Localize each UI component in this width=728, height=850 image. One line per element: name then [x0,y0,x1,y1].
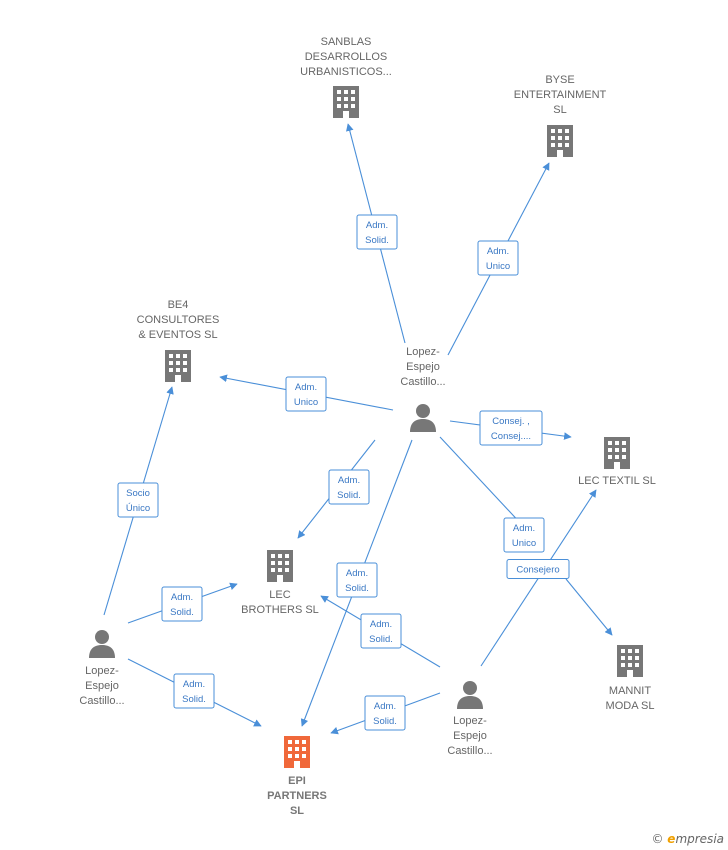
node-label-line: BROTHERS SL [241,604,319,616]
building-icon [165,350,191,382]
node-label-line: LEC [269,589,290,601]
node-personBottom[interactable]: Lopez- EspejoCastillo... [447,681,493,757]
edge-label-box[interactable]: Adm. Unico [503,517,545,553]
edge-label-text: Solid. [365,235,389,246]
brand-footer[interactable]: © empresia [651,832,724,846]
edge-label-text: Adm. [338,475,360,486]
edge-label-box[interactable]: Adm. Solid. [328,469,370,505]
edge-label-text: Solid. [369,634,393,645]
node-sanblas[interactable]: SANBLAS DESARROLLOS URBANISTICOS... [300,36,392,118]
edge-label-text: Solid. [170,607,194,618]
edge-label-text: Adm. [183,679,205,690]
copyright-icon: © [651,832,664,846]
node-label-line: DESARROLLOS [305,51,388,63]
node-label-line: Castillo... [447,745,492,757]
edge-label-text: Solid. [345,583,369,594]
edge-label-box[interactable]: Consej. , Consej.... [479,410,543,446]
node-personTop[interactable]: Lopez- EspejoCastillo... [400,346,446,432]
node-label-line: URBANISTICOS... [300,66,392,78]
edge-label-box[interactable]: Adm. Unico [477,240,519,276]
brand-logo-text: mpresia [675,832,724,846]
edge-label-text: Solid. [373,716,397,727]
node-label-line: Lopez- [406,346,440,358]
edge-personTop-to-mannit-segment [565,578,613,636]
edge-label-text: Adm. [295,382,317,393]
building-icon [267,550,293,582]
edge-label-box[interactable]: Adm. Solid. [360,613,402,649]
edge-label-text: Unico [486,261,510,272]
node-label-line: & EVENTOS SL [138,329,217,341]
node-label-line: Lopez- [85,665,119,677]
node-label-line: Castillo... [79,695,124,707]
edge-label-text: Adm. [487,246,509,257]
edge-label-text: Adm. [171,592,193,603]
edge-label-text: Consej.... [491,431,531,442]
edge-label-text: Único [126,503,150,514]
building-icon [284,736,310,768]
node-label-line: ENTERTAINMENT [514,89,607,101]
building-icon [617,645,643,677]
edge-label-text: Adm. [346,568,368,579]
edge-label-text: Solid. [337,490,361,501]
nodes-layer: SANBLAS DESARROLLOS URBANISTICOS... BYSE ENT… [79,36,655,817]
node-label-line: CONSULTORES [137,314,220,326]
brand-logo-initial: e [667,832,676,846]
edge-label-text: Adm. [366,220,388,231]
node-byse[interactable]: BYSE ENTERTAINMENT SL [514,74,607,157]
edge-label-box[interactable]: Adm. Solid. [161,586,203,622]
node-label-line: SANBLAS [321,36,372,48]
node-personLeft[interactable]: Lopez- EspejoCastillo... [79,630,125,707]
building-icon [604,437,630,469]
edge-label-text: Unico [512,538,536,549]
person-icon [89,630,115,658]
edge-label-box[interactable]: Adm. Unico [285,376,327,412]
node-label-line: Espejo [453,730,487,742]
node-label-line: PARTNERS [267,790,327,802]
building-icon [333,86,359,118]
edge-label-text: Solid. [182,694,206,705]
edge-label-box[interactable]: Adm. Solid. [356,214,398,250]
person-icon [457,681,483,709]
edge-label-text: Unico [294,397,318,408]
node-label-line: Castillo... [400,376,445,388]
node-label-line: SL [553,104,566,116]
person-icon [410,404,436,432]
node-epi[interactable]: EPI PARTNERS SL [267,736,327,817]
edge-label-text: Adm. [370,619,392,630]
node-label-line: EPI [288,775,306,787]
building-icon [547,125,573,157]
edge-label-box[interactable]: Adm. Solid. [173,673,215,709]
node-label-line: MANNIT [609,685,651,697]
node-label-line: Espejo [406,361,440,373]
edge-label-text: Adm. [374,701,396,712]
edge-label-text: Socio [126,488,150,499]
node-mannit[interactable]: MANNIT MODA SL [606,645,655,712]
edge-label-box[interactable]: Adm. Solid. [364,695,406,731]
node-label-line: LEC TEXTIL SL [578,475,656,487]
node-label-line: SL [290,805,304,817]
edge-label-text: Adm. [513,523,535,534]
edge-label-box[interactable]: Consejero [506,559,570,579]
node-lecTextil[interactable]: LEC TEXTIL SL [578,437,656,487]
node-label-line: BYSE [545,74,574,86]
node-label-line: Lopez- [453,715,487,727]
edge-label-text: Consejero [516,565,559,576]
node-label-line: Espejo [85,680,119,692]
edge-label-box[interactable]: Adm. Solid. [336,562,378,598]
node-lecBrothers[interactable]: LEC BROTHERS SL [241,550,319,616]
edge-label-text: Consej. , [492,416,530,427]
node-label-line: BE4 [168,299,189,311]
node-label-line: MODA SL [606,700,655,712]
